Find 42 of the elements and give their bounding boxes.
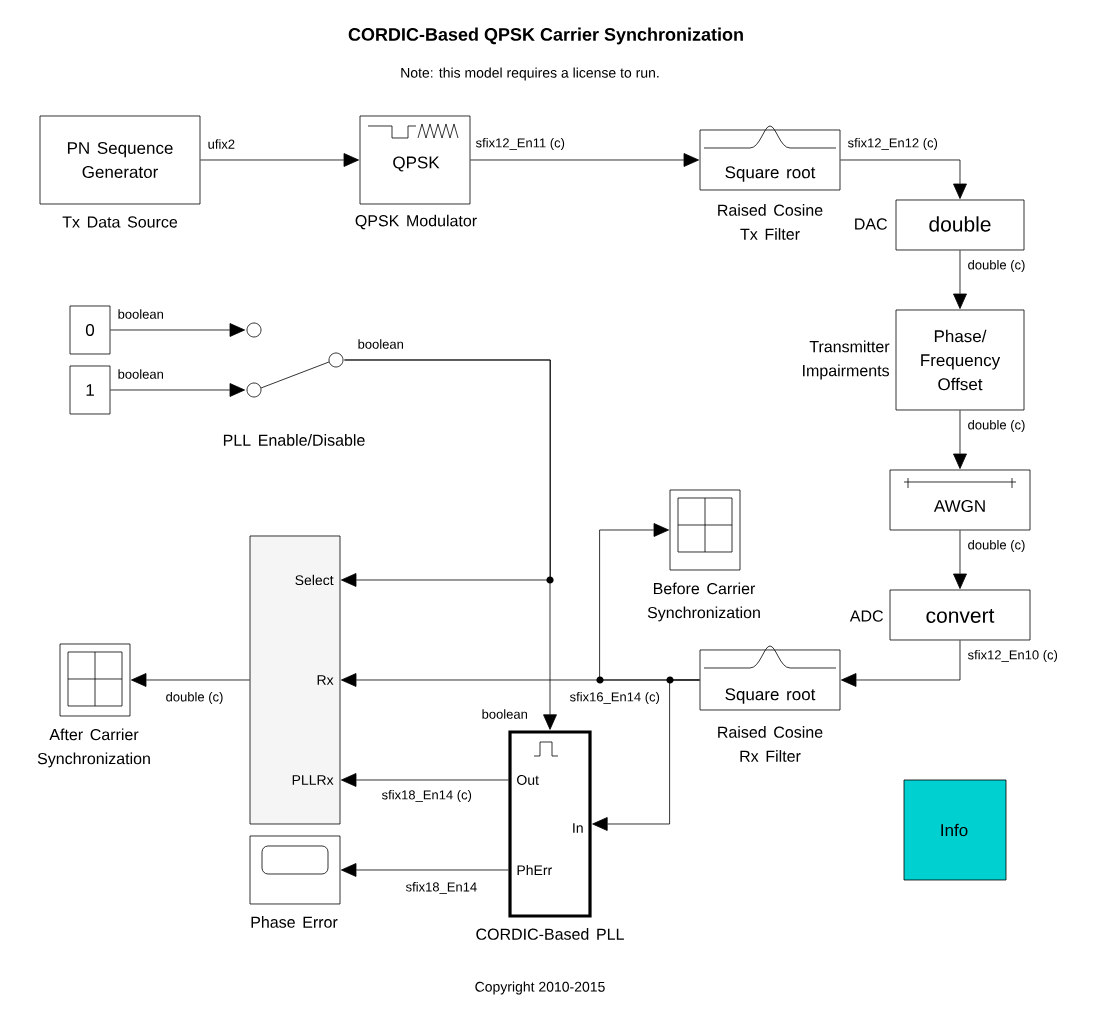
switch-symbol (246, 322, 344, 398)
connector-arrow (470, 153, 699, 167)
connector-arrow (953, 410, 967, 469)
connector-arrow (341, 773, 509, 787)
block-caption: CORDIC-Based PLL (476, 928, 624, 940)
block-caption: Raised Cosine Rx Filter (718, 726, 823, 762)
noise-block: AWGN (889, 469, 1031, 531)
block-caption: ADC (849, 610, 883, 622)
block-caption: Tx Data Source (62, 216, 178, 228)
block-caption: QPSK Modulator (355, 214, 477, 230)
converter-block: double (895, 199, 1025, 251)
block-caption: After Carrier Synchronization (37, 728, 150, 768)
scope-block (669, 489, 741, 571)
connector-arrow (953, 530, 967, 589)
connector-arrow (341, 863, 509, 877)
connector-arrow (953, 250, 967, 309)
connector-arrow (110, 383, 245, 397)
offset-block: Phase/ Frequency Offset (895, 309, 1025, 411)
constant-block: 1 (69, 365, 111, 415)
converter-block: convert (889, 589, 1031, 641)
title: CORDIC-Based QPSK Carrier Synchronization (348, 27, 743, 45)
connector-arrow (344, 359, 557, 730)
connector-arrow (592, 679, 700, 831)
constant-block: 0 (69, 305, 111, 355)
block-caption: DAC (855, 218, 887, 230)
filter-block: Square root (699, 125, 841, 191)
connector-arrow (840, 159, 967, 199)
block-caption: Before Carrier Synchronization (647, 582, 760, 622)
filter-block: Square root (699, 645, 841, 711)
connector-arrow (200, 153, 359, 167)
connector-arrow (131, 673, 250, 687)
block-caption: Phase Error (251, 916, 338, 928)
connector-arrow (841, 640, 961, 687)
block-caption: Raised Cosine Tx Filter (718, 204, 823, 240)
info-block: Info (903, 779, 1007, 881)
generator-block: PN Sequence Generator (39, 115, 201, 205)
block-caption: Transmitter Impairments (803, 340, 890, 380)
modulator-block: QPSK (359, 115, 471, 205)
scope-block (59, 643, 131, 717)
block-caption: PLL Enable/Disable (223, 434, 365, 446)
display-block (249, 835, 341, 905)
connector-arrow (110, 323, 245, 337)
